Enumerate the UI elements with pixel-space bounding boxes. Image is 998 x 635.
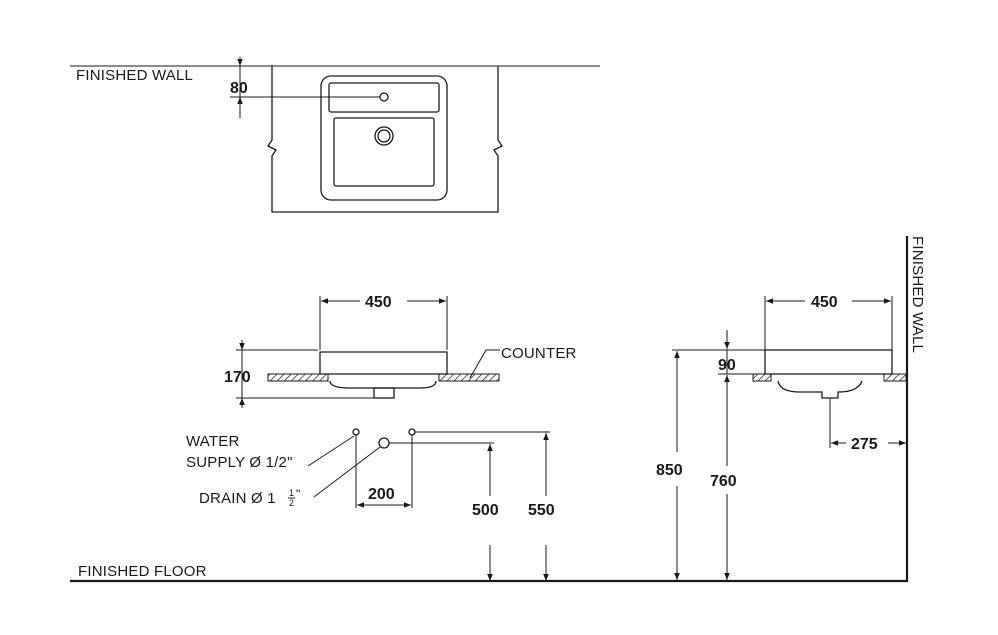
dim-90-text: 90 (718, 357, 736, 374)
dim-450-side-text: 450 (811, 294, 838, 311)
finished-wall-label-side: FINISHED WALL (909, 236, 926, 353)
plan-basin-outer (320, 75, 448, 201)
water-supply-leader (307, 435, 355, 467)
drain-frac-den: 2 (289, 498, 294, 508)
dim-850-text: 850 (656, 462, 683, 479)
supply-point-left (352, 428, 360, 436)
finished-floor-label: FINISHED FLOOR (78, 563, 207, 580)
dim-760-text: 760 (710, 473, 737, 490)
counter-leader (469, 349, 500, 379)
drain-leader (313, 446, 381, 498)
front-basin-rim (319, 351, 448, 375)
drain-suffix: " (296, 487, 300, 501)
dim-450-front-text: 450 (365, 294, 392, 311)
dim-200-text: 200 (368, 486, 395, 503)
drain-label: DRAIN Ø 1 (199, 490, 276, 507)
plan-view: FINISHED WALL 80 (70, 57, 600, 213)
water-supply-label-2: SUPPLY Ø 1/2" (186, 454, 293, 471)
side-counter-back (883, 373, 907, 382)
dim-275-text: 275 (851, 436, 878, 453)
plan-drain-outer (374, 126, 394, 146)
water-supply-label-1: WATER (186, 433, 240, 450)
front-elevation: 450 COUNTER 170 (224, 294, 577, 408)
dim-500-text: 500 (472, 502, 499, 519)
supply-drain-detail: WATER SUPPLY Ø 1/2" DRAIN Ø 1 1 2 " 200 … (186, 428, 555, 581)
side-basin-bowl (777, 380, 863, 399)
dim-80-text: 80 (230, 80, 248, 97)
finished-wall-label-top: FINISHED WALL (76, 67, 193, 84)
front-counter-right (438, 373, 500, 382)
plan-bowl (333, 117, 435, 187)
dim-170-text: 170 (224, 369, 251, 386)
front-counter-left (267, 373, 329, 382)
side-basin-rim (764, 349, 893, 375)
side-elevation: FINISHED WALL 450 850 90 760 (656, 236, 926, 581)
plan-tap-hole (379, 92, 389, 102)
drain-frac-num: 1 (289, 488, 294, 498)
plan-counter-outline (267, 66, 503, 213)
dim-550-text: 550 (528, 502, 555, 519)
front-basin-bowl (329, 380, 437, 389)
drain-point (378, 437, 390, 449)
front-drain-outlet (373, 387, 395, 399)
supply-point-right (408, 428, 416, 436)
plan-drain-inner (377, 129, 391, 143)
counter-label: COUNTER (501, 345, 577, 362)
side-counter-front (752, 373, 772, 382)
